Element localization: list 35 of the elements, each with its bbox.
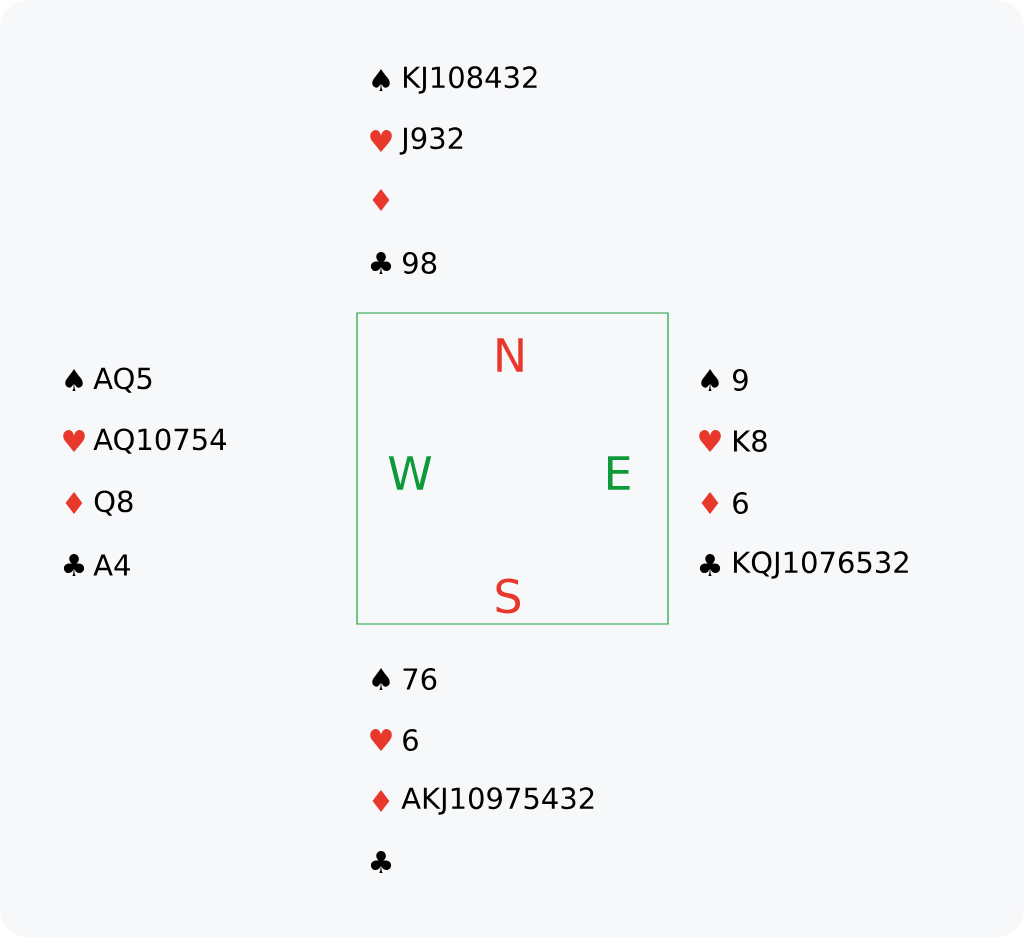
card-ranks: 6 <box>403 729 418 751</box>
card-ranks: AKJ10975432 <box>401 787 594 815</box>
suit-symbol: ♠ <box>65 369 83 391</box>
suit-symbol: ♣ <box>63 554 85 576</box>
compass-letter: N <box>497 338 523 372</box>
suit-symbol: ♦ <box>372 790 390 812</box>
suit-symbol: ♥ <box>370 130 392 152</box>
suit-symbol: ♥ <box>63 430 85 452</box>
card-ranks: 6 <box>733 492 748 514</box>
card-ranks: KJ108432 <box>404 66 537 94</box>
card-ranks: 76 <box>403 668 437 690</box>
card-ranks: Q8 <box>94 490 133 516</box>
card-ranks: K8 <box>734 430 767 452</box>
card-ranks: A4 <box>93 554 130 576</box>
suit-symbol: ♥ <box>699 430 721 452</box>
suit-symbol: ♦ <box>372 189 390 211</box>
card-ranks: J932 <box>399 127 463 155</box>
compass-box <box>356 312 669 625</box>
suit-symbol: ♠ <box>372 668 390 690</box>
compass-letter: E <box>608 456 630 490</box>
card-ranks: KQJ1076532 <box>734 551 908 579</box>
suit-symbol: ♦ <box>65 492 83 514</box>
suit-symbol: ♣ <box>370 252 392 274</box>
suit-symbol: ♠ <box>701 369 719 391</box>
card-ranks: 98 <box>403 252 437 274</box>
suit-symbol: ♦ <box>701 492 719 514</box>
card-ranks: AQ10754 <box>93 428 226 454</box>
suit-symbol: ♥ <box>370 729 392 751</box>
suit-symbol: ♣ <box>370 851 392 873</box>
compass-letter: S <box>496 578 521 614</box>
card-ranks: 9 <box>733 369 748 391</box>
card-ranks: AQ5 <box>93 367 152 393</box>
compass-letter: W <box>388 456 432 490</box>
suit-symbol: ♠ <box>372 69 390 91</box>
suit-symbol: ♣ <box>699 554 721 576</box>
